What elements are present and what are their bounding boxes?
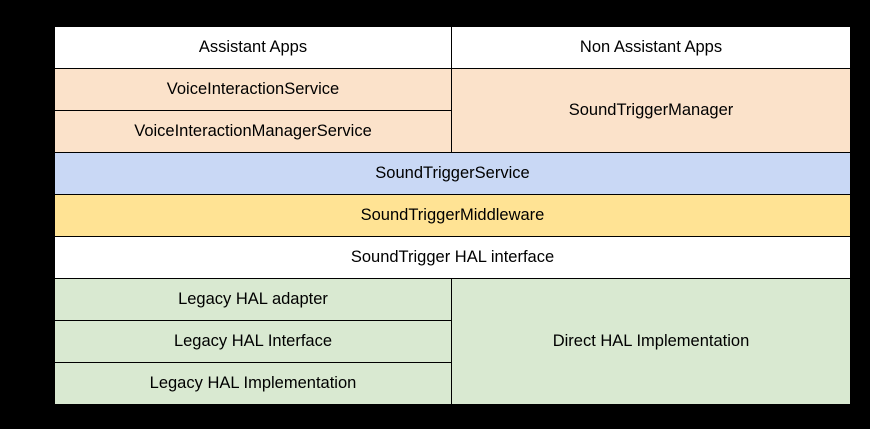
table-row: VoiceInteractionManagerService (54, 110, 851, 153)
block-sound-trigger-hal-interface: SoundTrigger HAL interface (54, 236, 851, 279)
block-voice-interaction-service: VoiceInteractionService (54, 68, 452, 111)
table-row: SoundTrigger HAL interface (54, 236, 851, 279)
column-header-non-assistant-apps: Non Assistant Apps (451, 26, 851, 69)
architecture-layer-table: Assistant Apps Non Assistant Apps VoiceI… (54, 26, 851, 405)
block-legacy-hal-interface: Legacy HAL Interface (54, 320, 452, 363)
table-row: Legacy HAL Implementation (54, 362, 851, 405)
table-row: SoundTriggerService (54, 152, 851, 195)
table-row: SoundTriggerMiddleware (54, 194, 851, 237)
block-legacy-hal-implementation: Legacy HAL Implementation (54, 362, 452, 405)
table-row: Assistant Apps Non Assistant Apps (54, 26, 851, 69)
column-header-assistant-apps: Assistant Apps (54, 26, 452, 69)
block-direct-hal-implementation: Direct HAL Implementation (451, 278, 851, 405)
table-row: VoiceInteractionService SoundTriggerMana… (54, 68, 851, 153)
table-row: Legacy HAL adapter Direct HAL Implementa… (54, 278, 851, 405)
architecture-diagram: Assistant Apps Non Assistant Apps VoiceI… (54, 26, 851, 405)
block-sound-trigger-service: SoundTriggerService (54, 152, 851, 195)
block-sound-trigger-middleware: SoundTriggerMiddleware (54, 194, 851, 237)
block-voice-interaction-manager-service: VoiceInteractionManagerService (54, 110, 452, 153)
block-legacy-hal-adapter: Legacy HAL adapter (54, 278, 452, 321)
table-row: Legacy HAL Interface (54, 320, 851, 363)
block-sound-trigger-manager: SoundTriggerManager (451, 68, 851, 153)
